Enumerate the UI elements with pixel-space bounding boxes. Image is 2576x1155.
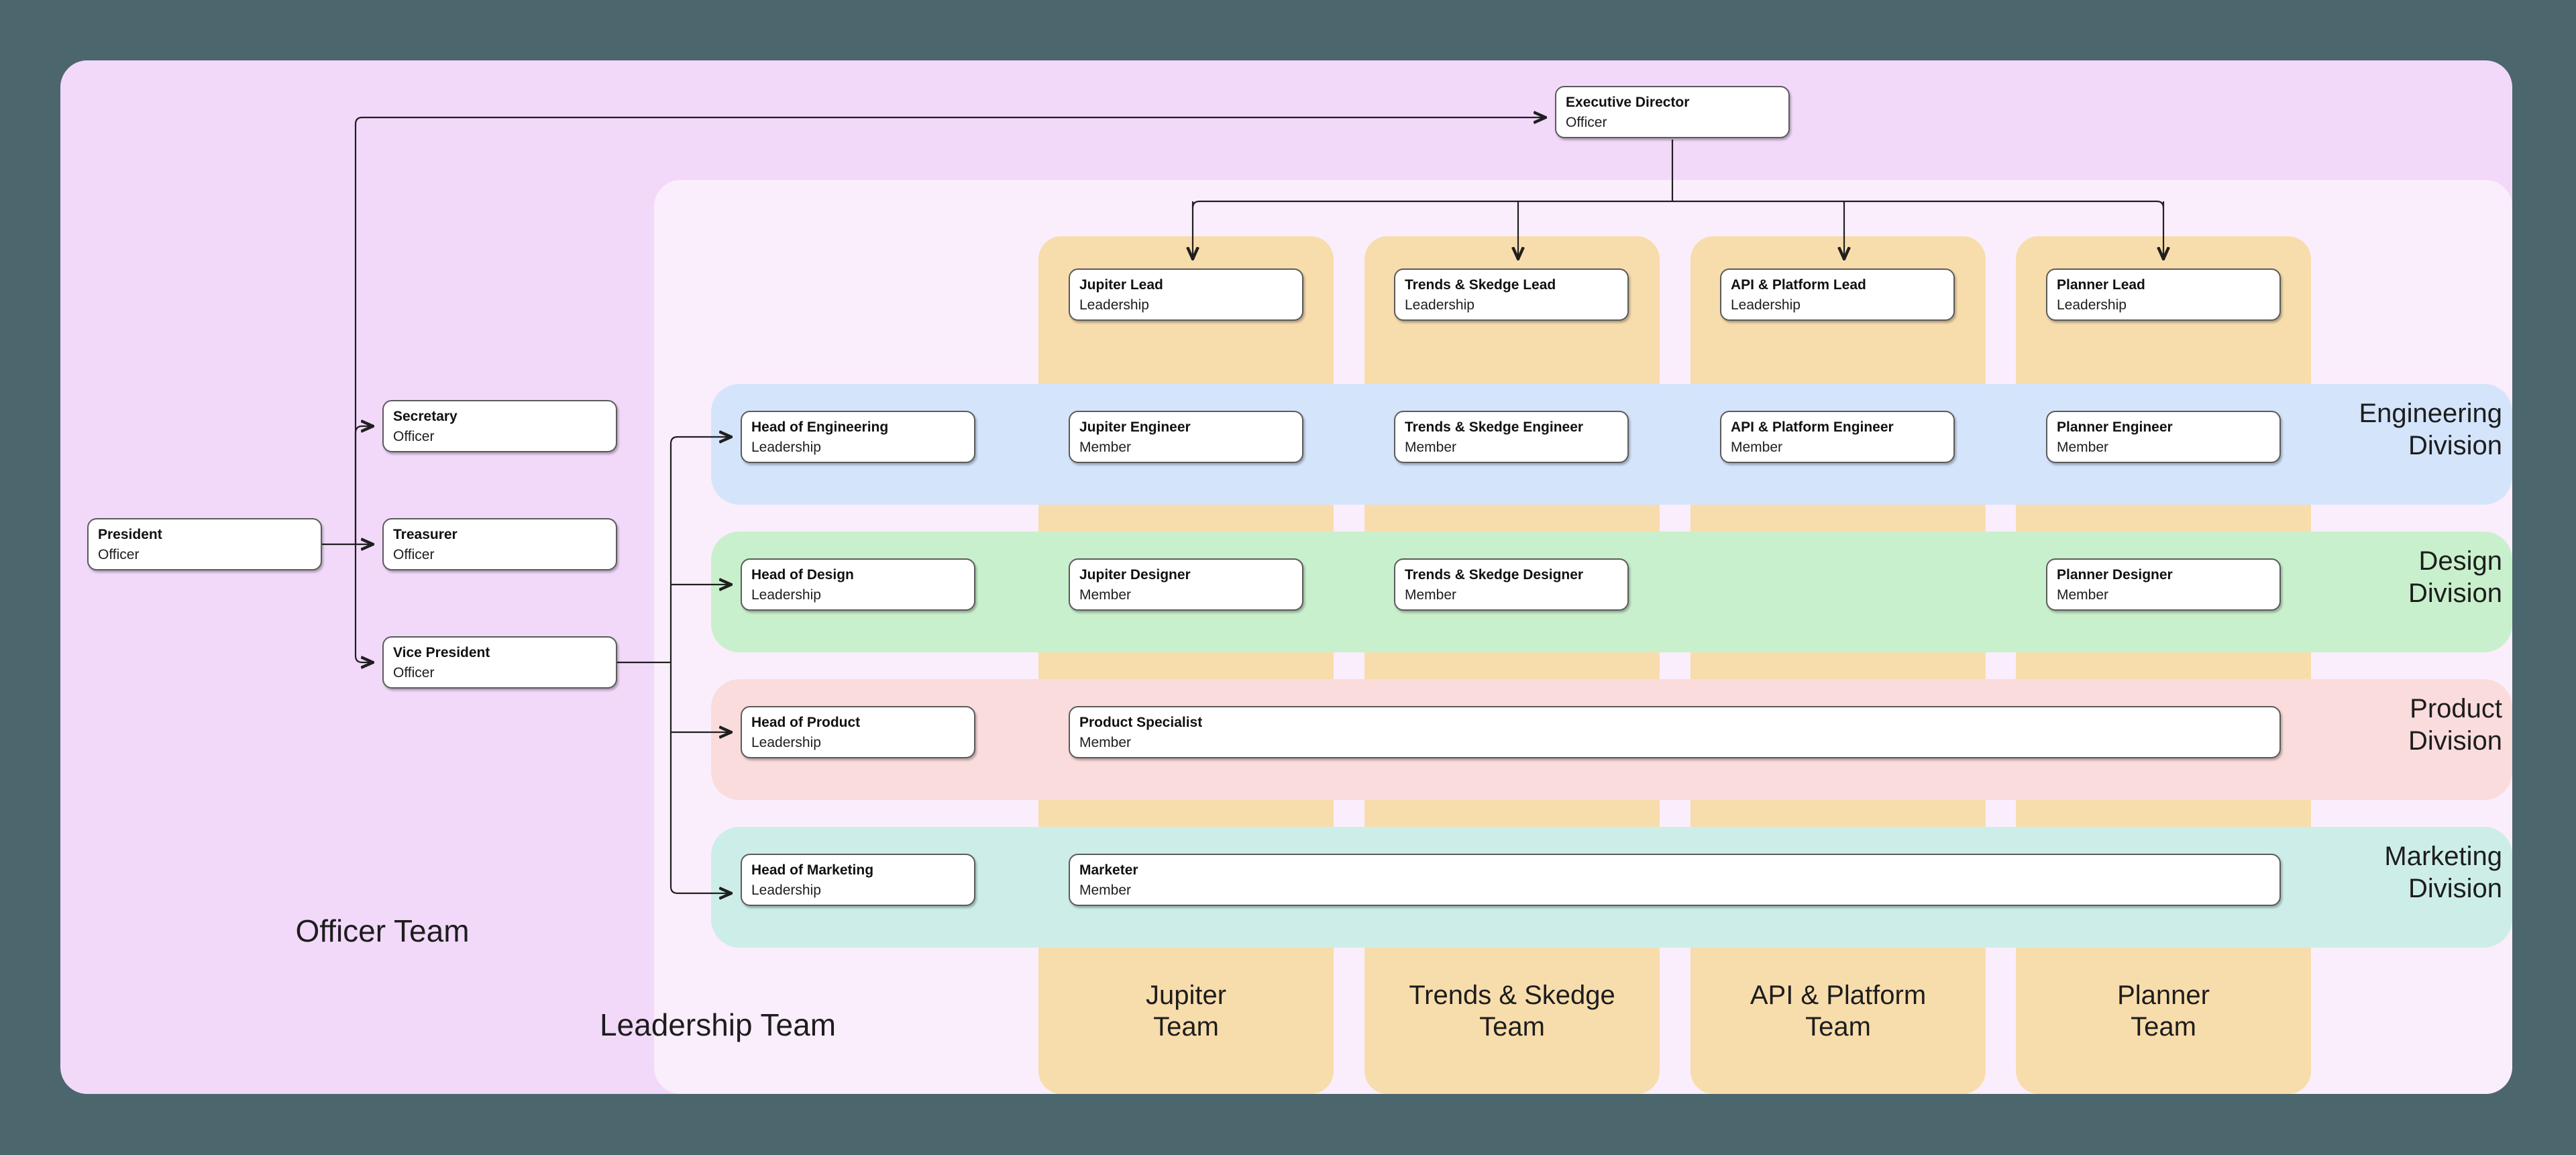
node-jupiter-engineer[interactable]: Jupiter Engineer Member [1069, 411, 1303, 463]
node-role: Member [1405, 440, 1457, 456]
group-label-team-api-platform: API & Platform Team [1750, 981, 1927, 1042]
node-trends-skedge-designer[interactable]: Trends & Skedge Designer Member [1394, 558, 1629, 611]
node-treasurer[interactable]: Treasurer Officer [382, 518, 617, 570]
group-team-jupiter[interactable] [1038, 236, 1334, 1094]
node-role: Leadership [1731, 297, 1801, 313]
group-label-division-engineering: Engineering Division [2359, 399, 2503, 460]
node-title: API & Platform Lead [1731, 277, 1866, 293]
node-trends-skedge-lead[interactable]: Trends & Skedge Lead Leadership [1394, 268, 1629, 321]
node-title: Head of Marketing [751, 862, 874, 878]
node-title: President [98, 527, 162, 542]
node-title: Executive Director [1566, 95, 1690, 110]
node-role: Officer [98, 547, 140, 563]
node-head-of-design[interactable]: Head of Design Leadership [741, 558, 975, 611]
node-role: Member [1079, 735, 1132, 751]
node-api-platform-lead[interactable]: API & Platform Lead Leadership [1720, 268, 1955, 321]
node-title: Treasurer [393, 527, 458, 542]
group-label-team-jupiter: Jupiter Team [1145, 981, 1227, 1042]
node-role: Leadership [751, 735, 821, 751]
node-title: Marketer [1079, 862, 1138, 878]
node-role: Member [1079, 883, 1132, 899]
node-role: Leadership [1079, 297, 1149, 313]
node-head-of-product[interactable]: Head of Product Leadership [741, 706, 975, 758]
node-role: Leadership [751, 587, 821, 603]
node-president[interactable]: President Officer [87, 518, 322, 570]
node-title: Planner Engineer [2057, 419, 2173, 435]
node-api-platform-engineer[interactable]: API & Platform Engineer Member [1720, 411, 1955, 463]
node-title: Product Specialist [1079, 715, 1203, 730]
node-title: Vice President [393, 645, 490, 660]
node-title: Head of Product [751, 715, 861, 730]
node-title: Trends & Skedge Designer [1405, 567, 1584, 583]
node-role: Leadership [2057, 297, 2127, 313]
node-role: Officer [393, 429, 435, 445]
node-role: Member [2057, 440, 2109, 456]
node-executive-director[interactable]: Executive Director Officer [1555, 86, 1790, 138]
node-planner-lead[interactable]: Planner Lead Leadership [2046, 268, 2281, 321]
node-title: API & Platform Engineer [1731, 419, 1894, 435]
node-title: Head of Engineering [751, 419, 889, 435]
group-label-division-design: Design Division [2408, 546, 2502, 608]
group-label-division-product: Product Division [2408, 694, 2502, 756]
node-role: Leadership [1405, 297, 1474, 313]
node-title: Trends & Skedge Engineer [1405, 419, 1584, 435]
node-head-of-engineering[interactable]: Head of Engineering Leadership [741, 411, 975, 463]
node-title: Jupiter Lead [1079, 277, 1163, 293]
node-vice-president[interactable]: Vice President Officer [382, 636, 617, 689]
group-label-team-planner: Planner Team [2117, 981, 2210, 1042]
group-label-leadership-team: Leadership Team [599, 1007, 837, 1042]
node-title: Head of Design [751, 567, 854, 583]
node-title: Jupiter Designer [1079, 567, 1191, 583]
node-title: Planner Designer [2057, 567, 2173, 583]
group-label-division-marketing: Marketing Division [2384, 842, 2502, 903]
node-head-of-marketing[interactable]: Head of Marketing Leadership [741, 854, 975, 906]
node-product-specialist[interactable]: Product Specialist Member [1069, 706, 2281, 758]
group-team-api-platform[interactable] [1690, 236, 1986, 1094]
node-role: Member [1079, 440, 1132, 456]
group-label-officer-team: Officer Team [295, 913, 470, 948]
node-marketer[interactable]: Marketer Member [1069, 854, 2281, 906]
node-title: Trends & Skedge Lead [1405, 277, 1556, 293]
node-role: Officer [393, 665, 435, 681]
node-jupiter-designer[interactable]: Jupiter Designer Member [1069, 558, 1303, 611]
node-role: Member [2057, 587, 2109, 603]
group-label-team-trends-skedge: Trends & Skedge Team [1409, 981, 1615, 1042]
node-planner-engineer[interactable]: Planner Engineer Member [2046, 411, 2281, 463]
node-role: Member [1731, 440, 1783, 456]
group-team-planner[interactable] [2016, 236, 2311, 1094]
node-role: Member [1405, 587, 1457, 603]
node-trends-skedge-engineer[interactable]: Trends & Skedge Engineer Member [1394, 411, 1629, 463]
group-team-trends-skedge[interactable] [1364, 236, 1660, 1094]
node-role: Officer [1566, 115, 1607, 131]
node-planner-designer[interactable]: Planner Designer Member [2046, 558, 2281, 611]
node-title: Jupiter Engineer [1079, 419, 1191, 435]
node-jupiter-lead[interactable]: Jupiter Lead Leadership [1069, 268, 1303, 321]
node-secretary[interactable]: Secretary Officer [382, 400, 617, 452]
node-role: Officer [393, 547, 435, 563]
node-title: Secretary [393, 409, 458, 424]
node-role: Leadership [751, 440, 821, 456]
node-title: Planner Lead [2057, 277, 2145, 293]
node-role: Member [1079, 587, 1132, 603]
node-role: Leadership [751, 883, 821, 899]
